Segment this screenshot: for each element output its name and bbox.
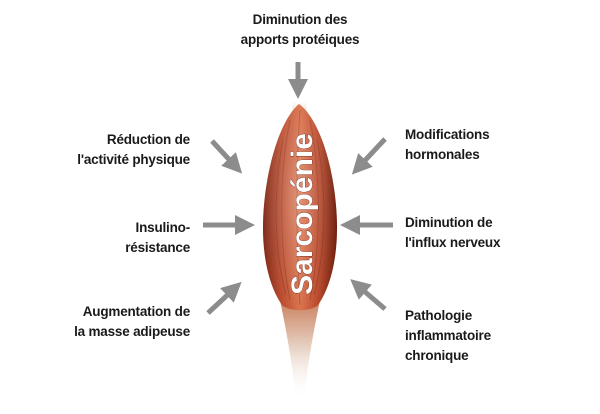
factor-line: résistance — [125, 240, 190, 255]
factor-line: apports protéiques — [240, 32, 360, 47]
factor-line: Diminution des — [252, 12, 348, 27]
factor-hormonal-changes: Modifications hormonales — [405, 125, 585, 165]
factor-physical-activity: Réduction de l'activité physique — [40, 130, 190, 170]
factor-line: Pathologie — [405, 308, 473, 323]
factor-line: Réduction de — [106, 132, 190, 147]
factor-line: l'activité physique — [77, 152, 190, 167]
factor-adipose-mass: Augmentation de la masse adipeuse — [40, 302, 190, 342]
factor-line: Diminution de — [405, 215, 493, 230]
factor-line: la masse adipeuse — [74, 324, 190, 339]
arrow-icon — [350, 279, 387, 311]
factor-line: chronique — [405, 348, 469, 363]
center-label: Sarcopénie — [286, 133, 319, 295]
arrow-icon — [351, 137, 387, 175]
factor-line: l'influx nerveux — [405, 235, 501, 250]
factor-chronic-inflammation: Pathologie inflammatoire chronique — [405, 306, 585, 366]
factor-line: hormonales — [405, 147, 480, 162]
factor-insulin-resistance: Insulino- résistance — [40, 218, 190, 258]
arrow-icon — [210, 139, 243, 174]
factor-line: inflammatoire — [405, 328, 491, 343]
arrow-icon — [206, 281, 242, 315]
factor-nerve-influx: Diminution de l'influx nerveux — [405, 213, 585, 253]
muscle-illustration — [262, 100, 338, 400]
factor-line: Augmentation de — [82, 304, 190, 319]
factor-protein-intake: Diminution des apports protéiques — [200, 10, 400, 50]
factor-line: Modifications — [405, 127, 490, 142]
factor-line: Insulino- — [135, 220, 191, 235]
